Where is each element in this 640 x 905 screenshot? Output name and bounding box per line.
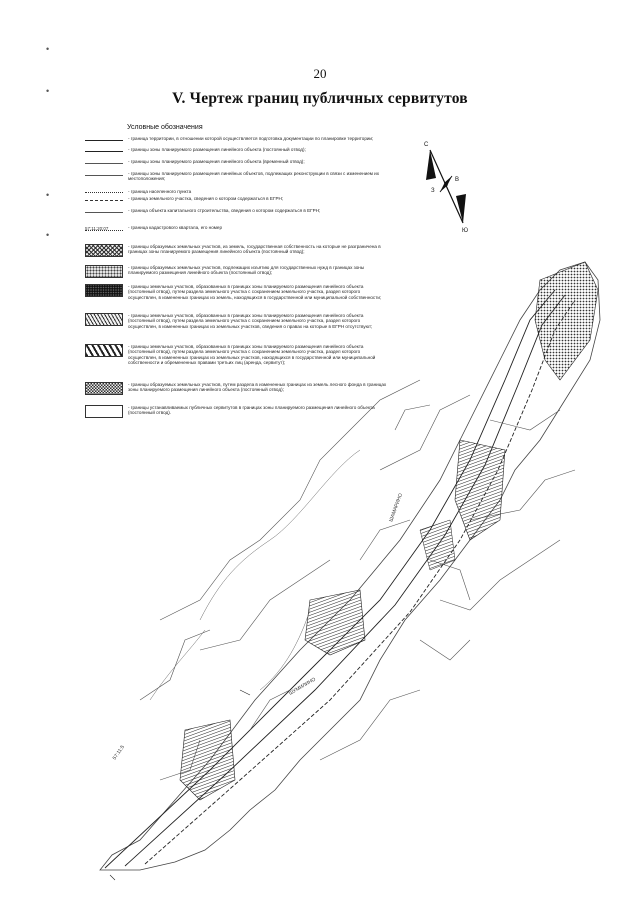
compass-east-letter: В [455, 177, 459, 183]
legend-label: - границы земельных участков, образованн… [128, 344, 376, 366]
legend-symbol-cadastral-quarter: 57:11:20:07 [85, 226, 123, 231]
legend-label: - граница территории, в отношении которо… [128, 136, 374, 141]
compass-west-letter: З [431, 188, 435, 194]
legend-symbol-land-plot [85, 200, 123, 201]
territory-boundary [99, 261, 601, 871]
legend-label: - граница населенного пункта [128, 189, 192, 194]
margin-mark: • [46, 230, 50, 240]
legend-label: - границы зоны планируемого размещения л… [128, 159, 305, 164]
built-up-areas [179, 261, 599, 801]
legend-swatch-unallocated-land [85, 244, 123, 257]
legend-label: - граница объекта капитального строитель… [128, 208, 321, 213]
legend-swatch-state-seizure [85, 265, 123, 278]
margin-mark: • [46, 190, 50, 200]
map-label-road-1: 57:11:5 [112, 744, 126, 761]
margin-mark: • [46, 86, 50, 96]
cadastral-quarter-number: 57:11:20:07 [85, 226, 109, 231]
page-title: V. Чертеж границ публичных сервитутов [172, 90, 468, 107]
legend-label: - границы зоны планируемого размещения л… [128, 147, 306, 152]
legend-swatch-encumbered-plots [85, 344, 123, 357]
parcel-boundaries [139, 379, 576, 781]
legend-label: - граница земельного участка, сведения о… [128, 196, 284, 201]
margin-mark: • [46, 44, 50, 54]
compass-north-letter: С [424, 142, 429, 148]
map-label-street-1: ШАМАРИНО [388, 492, 404, 522]
legend-label: - границы образуемых земельных участков,… [128, 382, 387, 393]
legend-symbol-settlement [85, 192, 123, 193]
legend-swatch-no-rights-plots [85, 313, 123, 326]
legend-symbol-permanent-zone [85, 151, 123, 152]
legend-label: - границы земельных участков, образованн… [128, 313, 373, 329]
legend-label: - границы устанавливаемых публичных серв… [128, 405, 375, 416]
page-number: 20 [313, 66, 327, 81]
legend-label: - границы образуемых земельных участков,… [128, 265, 365, 276]
compass-rose: С В З Ю [424, 142, 468, 234]
legend-symbol-reconstruction-zone [85, 175, 123, 176]
legend-label: - граница кадастрового квартала, его ном… [128, 225, 223, 230]
map-label-street-2: ШУМИЛИНО [288, 677, 317, 697]
legend-swatch-forest-fund [85, 382, 123, 395]
legend-label: - границы земельных участков, образованн… [128, 284, 382, 300]
legend-symbol-territory [85, 140, 123, 141]
legend-swatch-public-servitude [85, 405, 123, 418]
legend-heading: Условные обозначения [127, 124, 203, 131]
compass-south-letter: Ю [462, 228, 468, 234]
legend-symbol-capital-object [85, 212, 123, 213]
water-lines [149, 449, 361, 701]
legend-label: - границы зоны планируемого размещения л… [128, 171, 380, 182]
legend-swatch-state-municipal [85, 284, 123, 297]
road-corridor [104, 289, 576, 881]
legend-label: - границы образуемых земельных участков,… [128, 244, 381, 255]
legend-symbol-temporary-zone [85, 163, 123, 164]
